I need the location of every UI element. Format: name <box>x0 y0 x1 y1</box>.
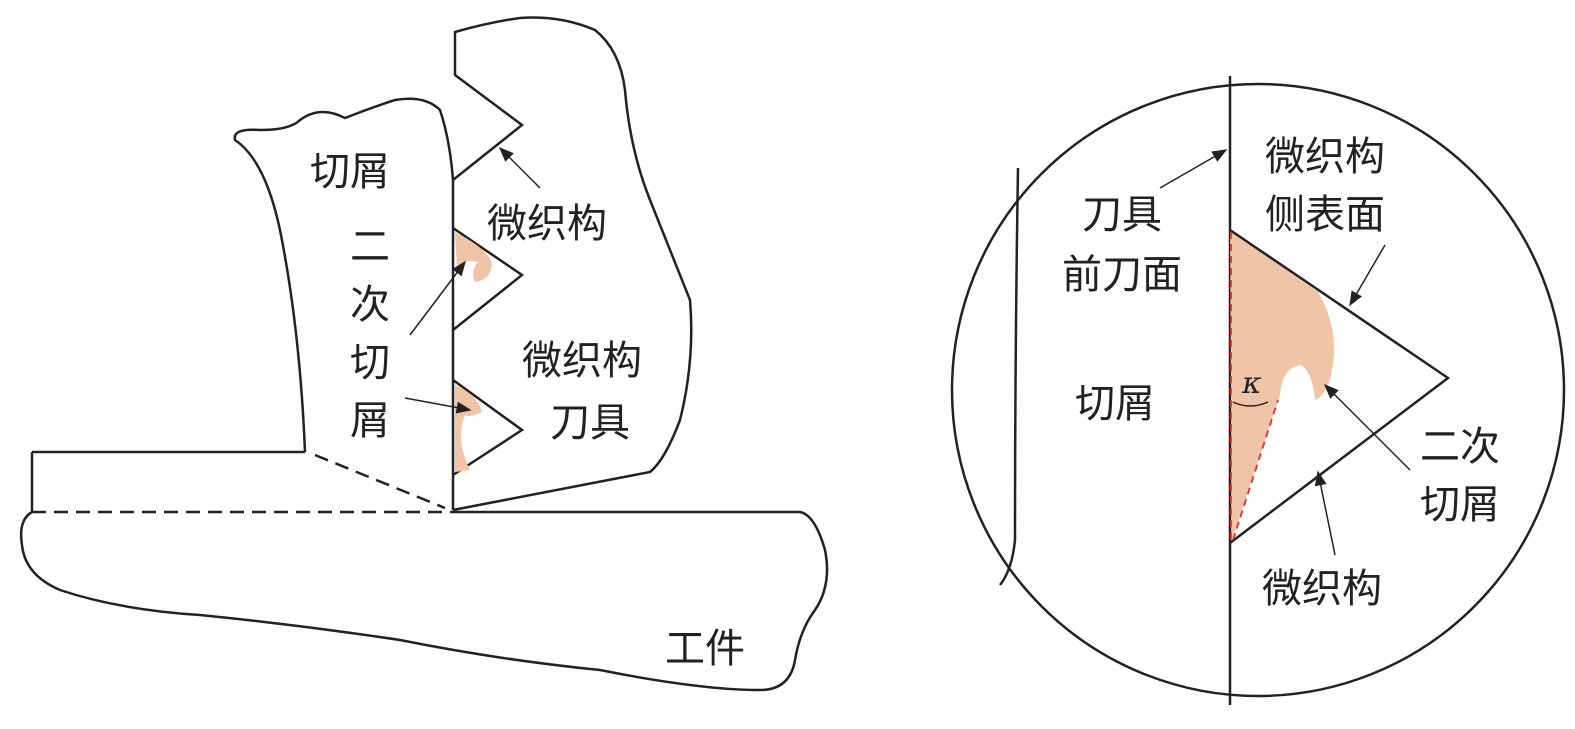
chip-label: 切屑 <box>310 149 390 195</box>
secondary-chip-region <box>1230 230 1335 540</box>
line: 切屑 <box>1420 482 1500 528</box>
chip-outline <box>233 97 455 453</box>
kappa-label: κ <box>1242 366 1262 401</box>
line: 刀具 <box>550 400 630 446</box>
line: 微织构 <box>522 338 642 384</box>
magnified-view-circle <box>950 82 1566 698</box>
line: 刀具 <box>1082 192 1162 238</box>
angle-line-slanted <box>1232 399 1279 541</box>
kappa-angle-arc <box>1232 401 1269 407</box>
char: 二 <box>350 224 390 270</box>
char: 屑 <box>350 398 390 444</box>
chip-edge-line <box>999 167 1020 586</box>
micro-texture-notch-1 <box>452 226 525 331</box>
micro-texture-triangle <box>1229 228 1451 544</box>
workpiece-label: 工件 <box>665 626 745 672</box>
tool-outline <box>451 16 693 512</box>
line: 前刀面 <box>1062 252 1182 298</box>
secondary-chip-label: 二 次 切 屑 <box>348 218 392 450</box>
right-secondary-chip-label: 二次 切屑 <box>1420 418 1500 534</box>
right-chip-label: 切屑 <box>1075 381 1155 427</box>
line: 二次 <box>1420 424 1500 470</box>
line: 微织构 <box>1265 134 1385 180</box>
textured-tool-label: 微织构 刀具 <box>522 330 642 454</box>
secondary-chip-blob-1 <box>455 232 492 282</box>
char: 次 <box>350 282 390 328</box>
micro-texture-label: 微织构 <box>487 201 607 247</box>
micro-texture-side-label: 微织构 侧表面 <box>1265 128 1385 244</box>
workpiece-outline <box>19 450 829 692</box>
rake-face-label: 刀具 前刀面 <box>1062 185 1182 305</box>
line: 侧表面 <box>1265 192 1385 238</box>
right-micro-texture-label: 微织构 <box>1262 566 1382 612</box>
char: 切 <box>350 340 390 386</box>
micro-texture-notch-2 <box>452 378 525 477</box>
shear-plane-dashed <box>314 453 446 510</box>
